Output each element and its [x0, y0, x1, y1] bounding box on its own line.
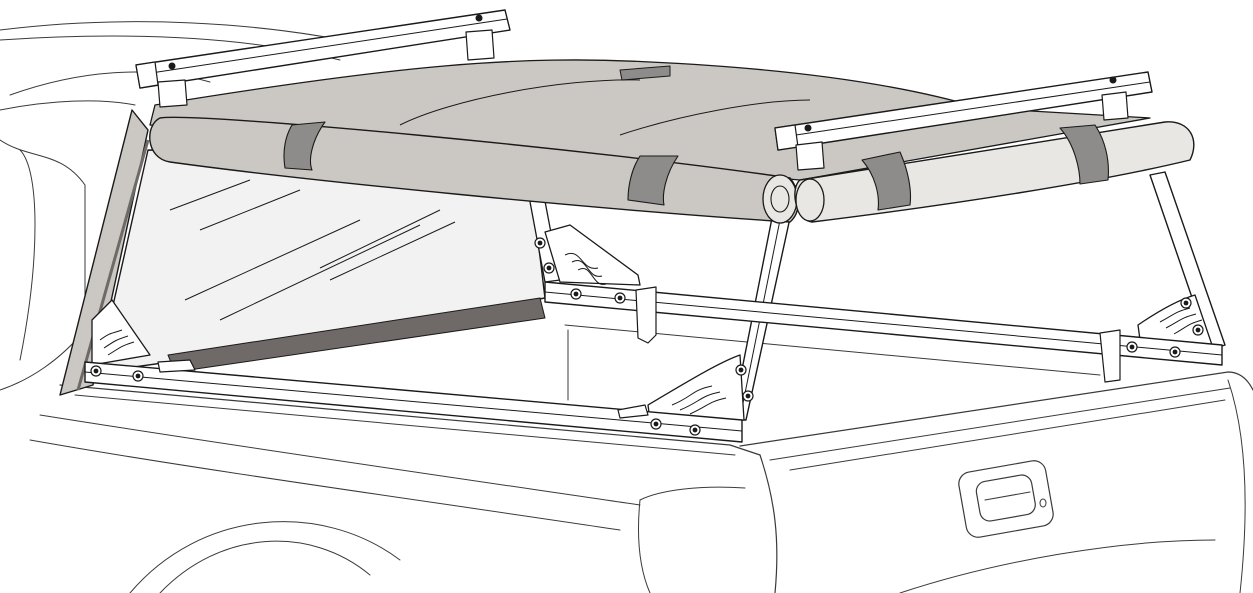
tailgate-handle — [975, 474, 1036, 522]
gusset-hatch-stroke — [679, 391, 721, 411]
glass-reflection — [319, 209, 441, 269]
tailgate-panel-line — [789, 399, 1226, 471]
bolt-center — [745, 393, 751, 399]
glass-reflection — [184, 219, 361, 301]
front-clamp — [635, 286, 657, 344]
bolt-center — [573, 291, 579, 297]
post-panel — [59, 109, 149, 396]
tailgate-right-edge — [1227, 379, 1246, 593]
bolt-center — [1183, 300, 1189, 306]
bed-rail-clamp — [157, 359, 196, 373]
gusset-hatching — [99, 252, 1203, 415]
tarp-roll-rear-end — [795, 178, 825, 222]
tailgate-crease — [899, 539, 1216, 593]
tailgate-keyhole — [1039, 498, 1047, 508]
rear-cross-edge — [742, 355, 1110, 420]
tailgate-handle-bezel — [958, 460, 1054, 538]
near-side-rail-edge — [84, 371, 743, 432]
gusset-hatch-stroke — [671, 385, 713, 406]
tarp-strap — [861, 151, 912, 211]
crossbar-foot — [795, 141, 825, 171]
cab-window-frame — [19, 149, 36, 361]
gusset-hatch-stroke — [571, 259, 603, 277]
tarp-seam — [619, 99, 811, 136]
rear-crossbar-edge — [775, 81, 1151, 139]
crossbar-foot — [1101, 91, 1129, 121]
tarp-strap — [627, 155, 679, 206]
bed-rack-frame — [84, 171, 1226, 443]
wheel-arch-inner — [159, 540, 371, 593]
wheel-arch — [129, 521, 401, 593]
tarp-top-tab — [619, 65, 671, 81]
gusset-hatch-stroke — [1159, 307, 1191, 323]
tarp-strap — [1059, 124, 1109, 185]
glass-reflection — [199, 189, 301, 231]
front-crossbar-endcap — [135, 61, 159, 89]
rear-crossbar-endcap — [774, 124, 799, 151]
rear-clamp — [1099, 329, 1121, 383]
cab-back-panel — [0, 139, 86, 391]
bolt-center — [93, 368, 99, 374]
front-left-post — [59, 109, 150, 396]
tailgate-side-curve — [639, 486, 746, 501]
rolled-tarp — [149, 59, 1195, 224]
front-crossbar-edge — [137, 18, 508, 76]
rear-near-gusset — [647, 354, 745, 421]
tarp-roll-core — [770, 185, 790, 213]
bolt-center — [738, 367, 744, 373]
tarp-strap — [283, 121, 326, 171]
front-left-gusset — [91, 299, 151, 366]
bolt-center — [1129, 344, 1135, 350]
bolt-center — [617, 295, 623, 301]
crossbars — [135, 9, 1153, 171]
bolt-center — [546, 265, 552, 271]
bolt-center — [653, 421, 659, 427]
gusset-hatch-stroke — [103, 335, 129, 349]
crossbar-bolt — [475, 14, 483, 22]
bolt-group — [90, 237, 1204, 436]
gusset-hatch-stroke — [564, 252, 599, 269]
crossbar-bolt — [1109, 76, 1117, 84]
tailgate-side-curve — [638, 499, 651, 593]
gusset-hatch-stroke — [99, 329, 123, 341]
bolt-center — [1172, 349, 1178, 355]
tailgate-handle-grip — [984, 491, 1031, 501]
bed-rail-clamp — [617, 404, 649, 419]
crossbar-bolt — [804, 124, 812, 132]
fender-line — [39, 414, 641, 506]
crossbar-bolt — [168, 62, 176, 70]
cab-roof-line — [0, 100, 136, 111]
bed-side-top-edge-inner — [74, 394, 736, 456]
bolt-center — [135, 373, 141, 379]
rear-far-upright — [1149, 171, 1226, 351]
post-inner-edge — [76, 139, 150, 391]
crossbar-foot — [465, 29, 495, 61]
tarp-roll-end — [762, 174, 798, 224]
tailgate-top-edge — [739, 371, 1253, 447]
tailgate-top-edge-inner — [769, 387, 1231, 461]
glass-reflection — [329, 221, 456, 281]
gusset-hatch-stroke — [689, 397, 727, 415]
fender-line — [29, 439, 621, 531]
crossbar-foot — [157, 79, 188, 108]
bolt-center — [537, 240, 543, 246]
gusset-hatch-stroke — [1165, 313, 1197, 329]
tarp-seam — [399, 79, 641, 126]
glass-reflection — [219, 224, 421, 321]
bolt-center — [1195, 327, 1201, 333]
bolt-center — [692, 427, 698, 433]
gusset-hatch-stroke — [1173, 319, 1203, 335]
gusset-hatch-stroke — [577, 267, 607, 285]
bed-rear-corner — [759, 454, 778, 593]
tarp-top-surface — [149, 59, 1151, 181]
gusset-hatch-stroke — [107, 341, 135, 356]
glass-reflection — [169, 179, 251, 211]
bed-side-top-edge — [59, 384, 761, 456]
front-right-gusset — [544, 224, 641, 286]
